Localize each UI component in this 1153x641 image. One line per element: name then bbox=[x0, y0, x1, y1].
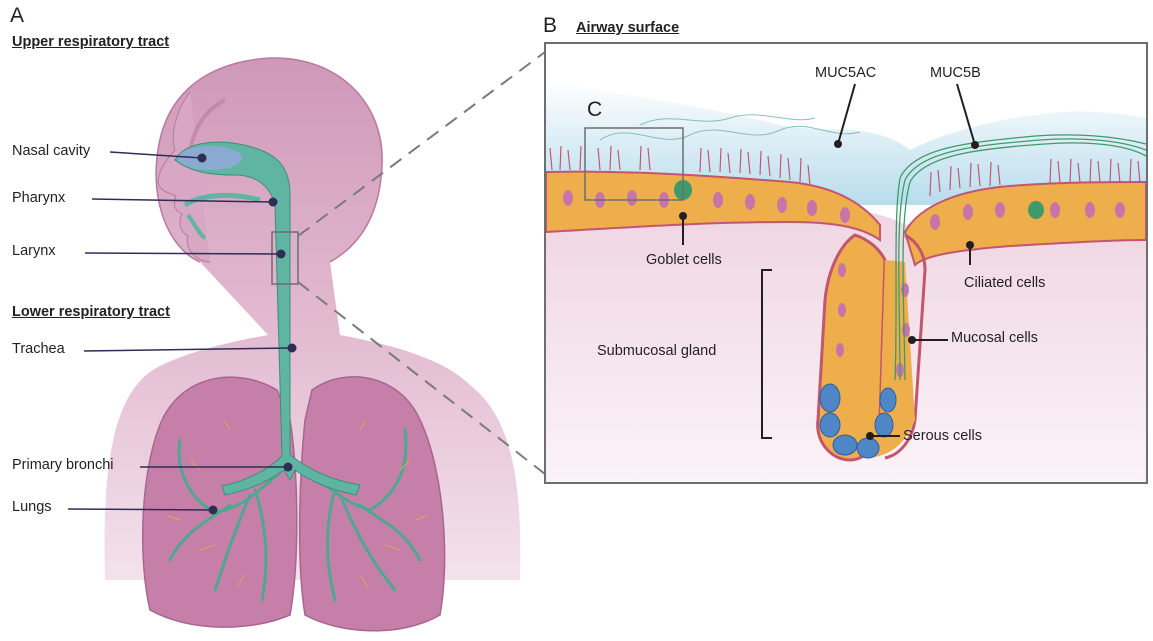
serous-cells-label: Serous cells bbox=[903, 428, 982, 444]
panel-label-b: B bbox=[543, 14, 557, 38]
primary-bronchi-label: Primary bronchi bbox=[12, 457, 114, 473]
larynx-label: Larynx bbox=[12, 243, 56, 259]
nasal-cavity-label: Nasal cavity bbox=[12, 143, 90, 159]
lower-tract-heading: Lower respiratory tract bbox=[12, 304, 170, 320]
ciliated-cells-label: Ciliated cells bbox=[964, 275, 1045, 291]
muc5b-label: MUC5B bbox=[930, 65, 981, 81]
pharynx-label: Pharynx bbox=[12, 190, 65, 206]
upper-tract-heading: Upper respiratory tract bbox=[12, 34, 169, 50]
panel-label-a: A bbox=[10, 4, 24, 28]
submucosal-gland-label: Submucosal gland bbox=[597, 343, 716, 359]
mucosal-cells-label: Mucosal cells bbox=[951, 330, 1038, 346]
trachea-label: Trachea bbox=[12, 341, 65, 357]
panel-label-c: C bbox=[587, 98, 602, 122]
muc5ac-label: MUC5AC bbox=[815, 65, 876, 81]
airway-surface-heading: Airway surface bbox=[576, 20, 679, 36]
goblet-cells-label: Goblet cells bbox=[646, 252, 722, 268]
lungs-label: Lungs bbox=[12, 499, 52, 515]
